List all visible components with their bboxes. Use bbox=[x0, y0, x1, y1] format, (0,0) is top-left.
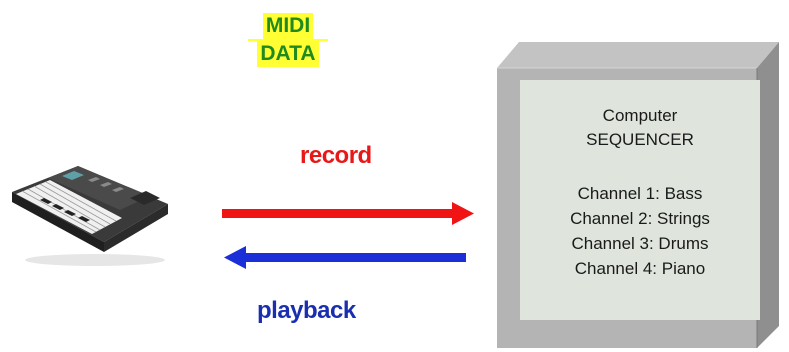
channel-item: Channel 4: Piano bbox=[574, 259, 706, 278]
midi-data-label: MIDI DATA bbox=[248, 13, 328, 67]
playback-label: playback bbox=[257, 297, 356, 324]
screen-title: Computer SEQUENCER bbox=[586, 104, 694, 152]
playback-arrow bbox=[224, 246, 466, 269]
sequencer-screen: Computer SEQUENCER Channel 1: Bass Chann… bbox=[520, 80, 760, 320]
record-label: record bbox=[300, 142, 372, 169]
keyboard-icon bbox=[12, 166, 168, 266]
screen-title-line2: SEQUENCER bbox=[586, 130, 694, 149]
screen-title-line1: Computer bbox=[602, 106, 678, 125]
record-arrow bbox=[222, 202, 474, 225]
channel-list: Channel 1: Bass Channel 2: Strings Chann… bbox=[570, 181, 710, 281]
channel-item: Channel 1: Bass bbox=[577, 184, 703, 203]
midi-label-line1: MIDI bbox=[262, 13, 314, 39]
channel-item: Channel 2: Strings bbox=[570, 209, 710, 228]
midi-label-line2: DATA bbox=[257, 41, 319, 67]
channel-item: Channel 3: Drums bbox=[571, 234, 709, 253]
